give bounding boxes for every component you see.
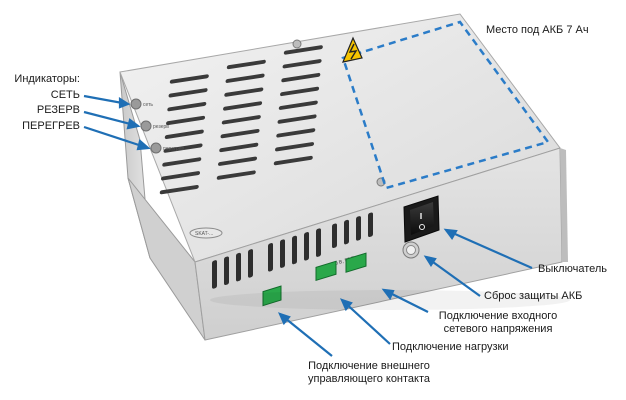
callout-lines (83, 94, 533, 357)
nameplate-text: SKAT-... (195, 231, 213, 237)
label-mains-input-line2: сетевого напряжения (443, 323, 553, 335)
top-vent-slots (159, 45, 323, 195)
label-ext-contact-line1: Подключение внешнего (308, 360, 430, 372)
label-mains-input: Подключение входного сетевого напряжения (431, 310, 565, 336)
hazard-warning-icon (342, 36, 363, 63)
battery-zone-outline (341, 20, 551, 190)
panel-label-reserve: резерв (153, 124, 169, 130)
front-vent-slots (212, 212, 373, 289)
label-battery-place: Место под АКБ 7 Ач (486, 24, 589, 36)
label-ext-contact-line2: управляющего контакта (307, 373, 431, 385)
led-overheat (150, 142, 162, 154)
label-indicators-title: Индикаторы: (14, 73, 80, 85)
label-indicator-mains: СЕТЬ (50, 89, 80, 101)
screw-top (292, 39, 302, 49)
label-indicator-reserve: РЕЗЕРВ (36, 104, 80, 116)
label-battery-reset: Сброс защиты АКБ (484, 290, 583, 302)
led-mains (130, 98, 142, 110)
indicator-leds (130, 98, 162, 154)
terminal-load (315, 260, 337, 282)
terminal-external-contact (262, 285, 282, 307)
label-ext-contact: Подключение внешнего управляющего контак… (304, 360, 434, 386)
terminal-mains-input (345, 252, 367, 273)
callout-battery-reset (425, 256, 481, 297)
panel-label-overheat: перегрев (163, 146, 184, 152)
enclosure-right-edge (560, 148, 568, 262)
callout-switch (445, 228, 533, 270)
led-reserve (140, 120, 152, 132)
callout-load (341, 299, 391, 345)
callout-ext-contact (279, 313, 333, 357)
panel-label-mains: сеть (143, 102, 153, 108)
nameplate: SKAT-... (189, 227, 223, 239)
label-load: Подключение нагрузки (392, 341, 509, 353)
label-mains-input-line1: Подключение входного (438, 310, 558, 322)
label-switch: Выключатель (538, 263, 608, 275)
battery-reset-button[interactable] (402, 241, 420, 259)
callout-indicator-overheat (83, 125, 149, 150)
label-indicator-overheat: ПЕРЕГРЕВ (22, 120, 80, 132)
power-switch[interactable] (403, 195, 440, 243)
